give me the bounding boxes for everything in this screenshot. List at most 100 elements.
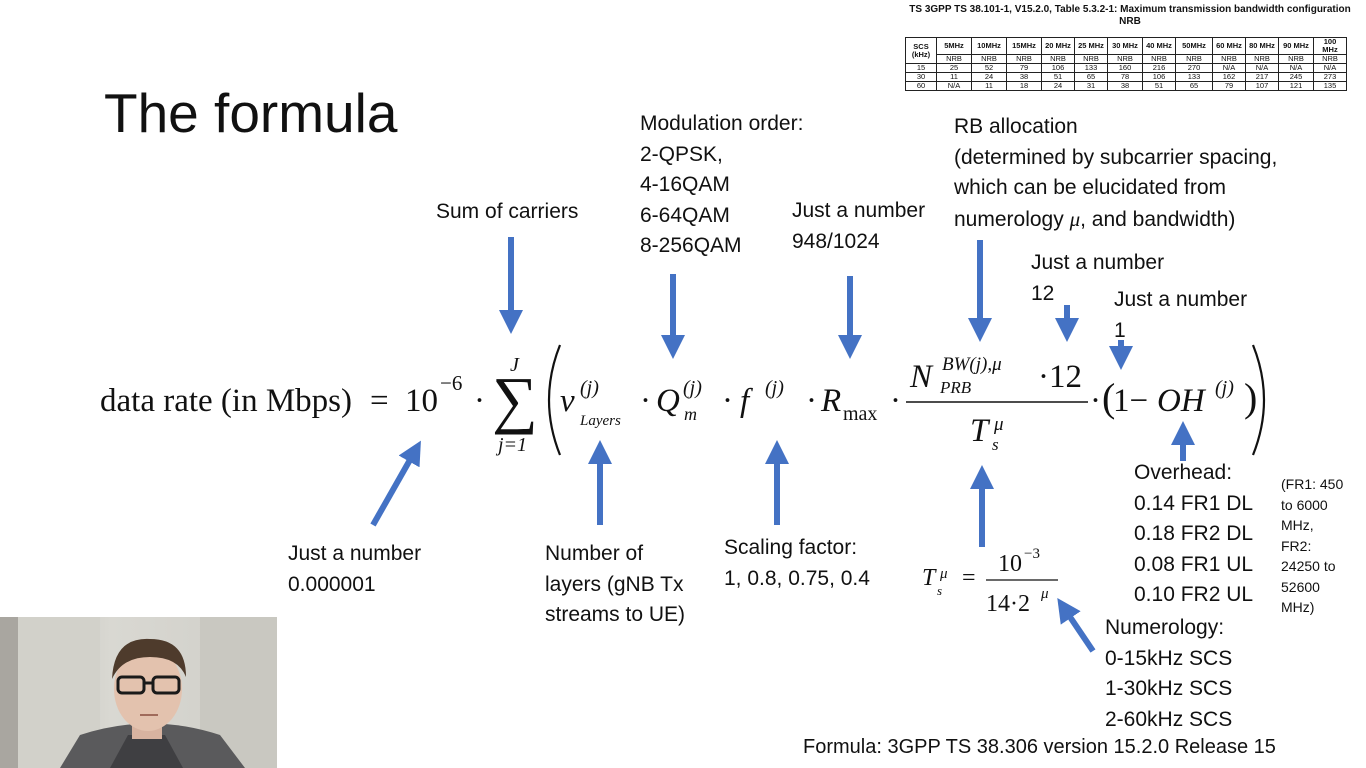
sum-lower-limit: j=1 [495,434,527,456]
annotation-line: to 6000 [1281,496,1328,513]
annotation-line: 0.08 FR1 UL [1134,552,1254,576]
table-caption: TS 3GPP TS 38.101-1, V15.2.0, Table 5.3.… [895,4,1365,28]
annotation-rmax: Just a number 948/1024 [792,196,925,257]
annotation-line: layers (gNB Tx [545,572,684,596]
annotation-twelve: Just a number 12 [1031,248,1164,309]
formula-dot: · [474,383,485,419]
annotation-line: 2-QPSK, [640,142,723,166]
t-symbol: T [970,413,991,449]
annotation-line: (FR1: 450 [1281,476,1344,492]
annotation-line: 1 [1114,318,1126,342]
slide-title: The formula [104,82,398,144]
ts-denominator: 14·2 [986,591,1030,617]
n-symbol: N [909,359,934,395]
formula-dot: · [890,383,901,419]
annotation-line: Number of [545,542,644,565]
table-cell: 135 [1313,81,1347,91]
annotation-line: 0.14 FR1 DL [1134,491,1254,515]
annotation-line: 1-30kHz SCS [1105,677,1233,700]
annotation-line: numerology μ, and bandwidth) [954,204,1277,236]
annotation-line: Just a number [1031,251,1165,274]
annotation-line: 0.10 FR2 UL [1134,583,1254,606]
t-subscript: s [992,435,999,454]
formula-lhs: data rate (in Mbps) [100,383,352,419]
sum-upper-limit: J [510,354,520,376]
n-subscript: PRB [939,378,972,397]
formula-dot: · [806,383,817,419]
formula-source-footer: Formula: 3GPP TS 38.306 version 15.2.0 R… [803,736,1276,758]
annotation-line: MHz) [1281,599,1315,615]
ts-numerator: 10 [998,551,1022,577]
annotation-rb-allocation: RB allocation (determined by subcarrier … [954,112,1277,235]
table-row: 15 25 52 79 106 133 160 216 270 N/A N/A … [905,63,1347,73]
q-symbol: Q [656,383,680,419]
annotation-layers: Number of layers (gNB Tx streams to UE) [545,539,685,631]
annotation-scaling: Scaling factor: 1, 0.8, 0.75, 0.4 [724,533,870,594]
annotation-line: 2-60kHz SCS [1105,707,1233,731]
v-symbol: v [560,383,575,419]
formula-twelve: ·12 [1038,359,1082,395]
ts-equals: = [962,565,976,591]
annotation-line: 12 [1031,281,1055,305]
r-symbol: R [820,383,841,419]
formula-exp: −6 [440,371,462,395]
annotation-line: 1, 0.8, 0.75, 0.4 [724,566,870,590]
annotation-line: 4-16QAM [640,173,730,196]
annotation-overhead: Overhead: 0.14 FR1 DL 0.18 FR2 DL 0.08 F… [1134,458,1253,611]
one-minus: 1− [1113,383,1148,419]
annotation-line: (determined by subcarrier spacing, [954,145,1278,169]
inner-left-paren: ( [1102,375,1115,420]
right-paren [1251,344,1266,456]
oh-symbol: OH [1157,383,1207,419]
annotation-line: which can be elucidated from [954,176,1226,199]
ts-superscript: μ [939,566,948,582]
f-superscript: (j) [765,377,784,399]
formula-dot: · [722,383,733,419]
annotation-line: RB allocation [954,115,1078,138]
inner-right-paren: ) [1244,375,1257,420]
annotation-one: Just a number 1 [1114,285,1247,346]
annotation-line: 6-64QAM [640,203,730,227]
ts-numerator-exp: −3 [1024,546,1040,562]
annotation-fr-note: (FR1: 450 to 6000 MHz, FR2: 24250 to 526… [1281,474,1343,618]
ts-denominator-exp: μ [1040,586,1049,602]
annotation-modulation: Modulation order: 2-QPSK, 4-16QAM 6-64QA… [640,109,803,262]
ts-symbol: T [922,565,937,591]
left-paren [547,344,562,456]
bw-header: 100 MHz [1313,37,1347,55]
annotation-line: Just a number [288,542,422,565]
q-subscript: m [684,404,697,424]
annotation-line: Just a number [792,199,926,222]
annotation-line: 24250 to [1281,558,1336,574]
sum-sigma: ∑ [492,364,538,435]
table-caption-line1: TS 3GPP TS 38.101-1, V15.2.0, Table 5.3.… [909,4,1351,15]
annotation-line: streams to UE) [545,603,686,626]
ts-subscript: s [937,583,942,598]
annotation-line: 0-15kHz SCS [1105,646,1233,670]
table-subheader-row: NRB NRB NRB NRB NRB NRB NRB NRB NRB NRB … [906,54,1347,64]
arrow-ten-minus6 [370,440,421,527]
scs-header-line1: SCS [913,41,929,51]
scs-header-line2: (kHz) [911,49,931,59]
oh-superscript: (j) [1215,377,1234,399]
n-superscript: BW(j),μ [942,354,1002,375]
t-superscript: μ [993,414,1004,435]
annotation-line: Just a number [1114,288,1248,311]
annotation-ten-minus6: Just a number 0.000001 [288,539,421,600]
nrb-table: SCS (kHz) 5MHz 10MHz 15MHz 20 MHz 25 MHz… [905,37,1347,91]
formula-equals: = [370,383,389,419]
annotation-text: , and bandwidth) [1080,207,1236,231]
annotation-line: Modulation order: [640,112,804,135]
annotation-sum-carriers: Sum of carriers [436,197,578,228]
annotation-line: Numerology: [1105,616,1225,639]
formula-dot: · [1090,383,1101,419]
annotation-line: Overhead: [1134,461,1233,484]
annotation-line: 948/1024 [792,229,880,253]
q-superscript: (j) [683,377,702,399]
v-superscript: (j) [580,377,599,399]
formula-ten: 10 [405,383,438,419]
annotation-numerology: Numerology: 0-15kHz SCS 1-30kHz SCS 2-60… [1105,613,1232,735]
annotation-line: FR2: [1281,537,1312,554]
arrow-numerology [1057,598,1096,653]
